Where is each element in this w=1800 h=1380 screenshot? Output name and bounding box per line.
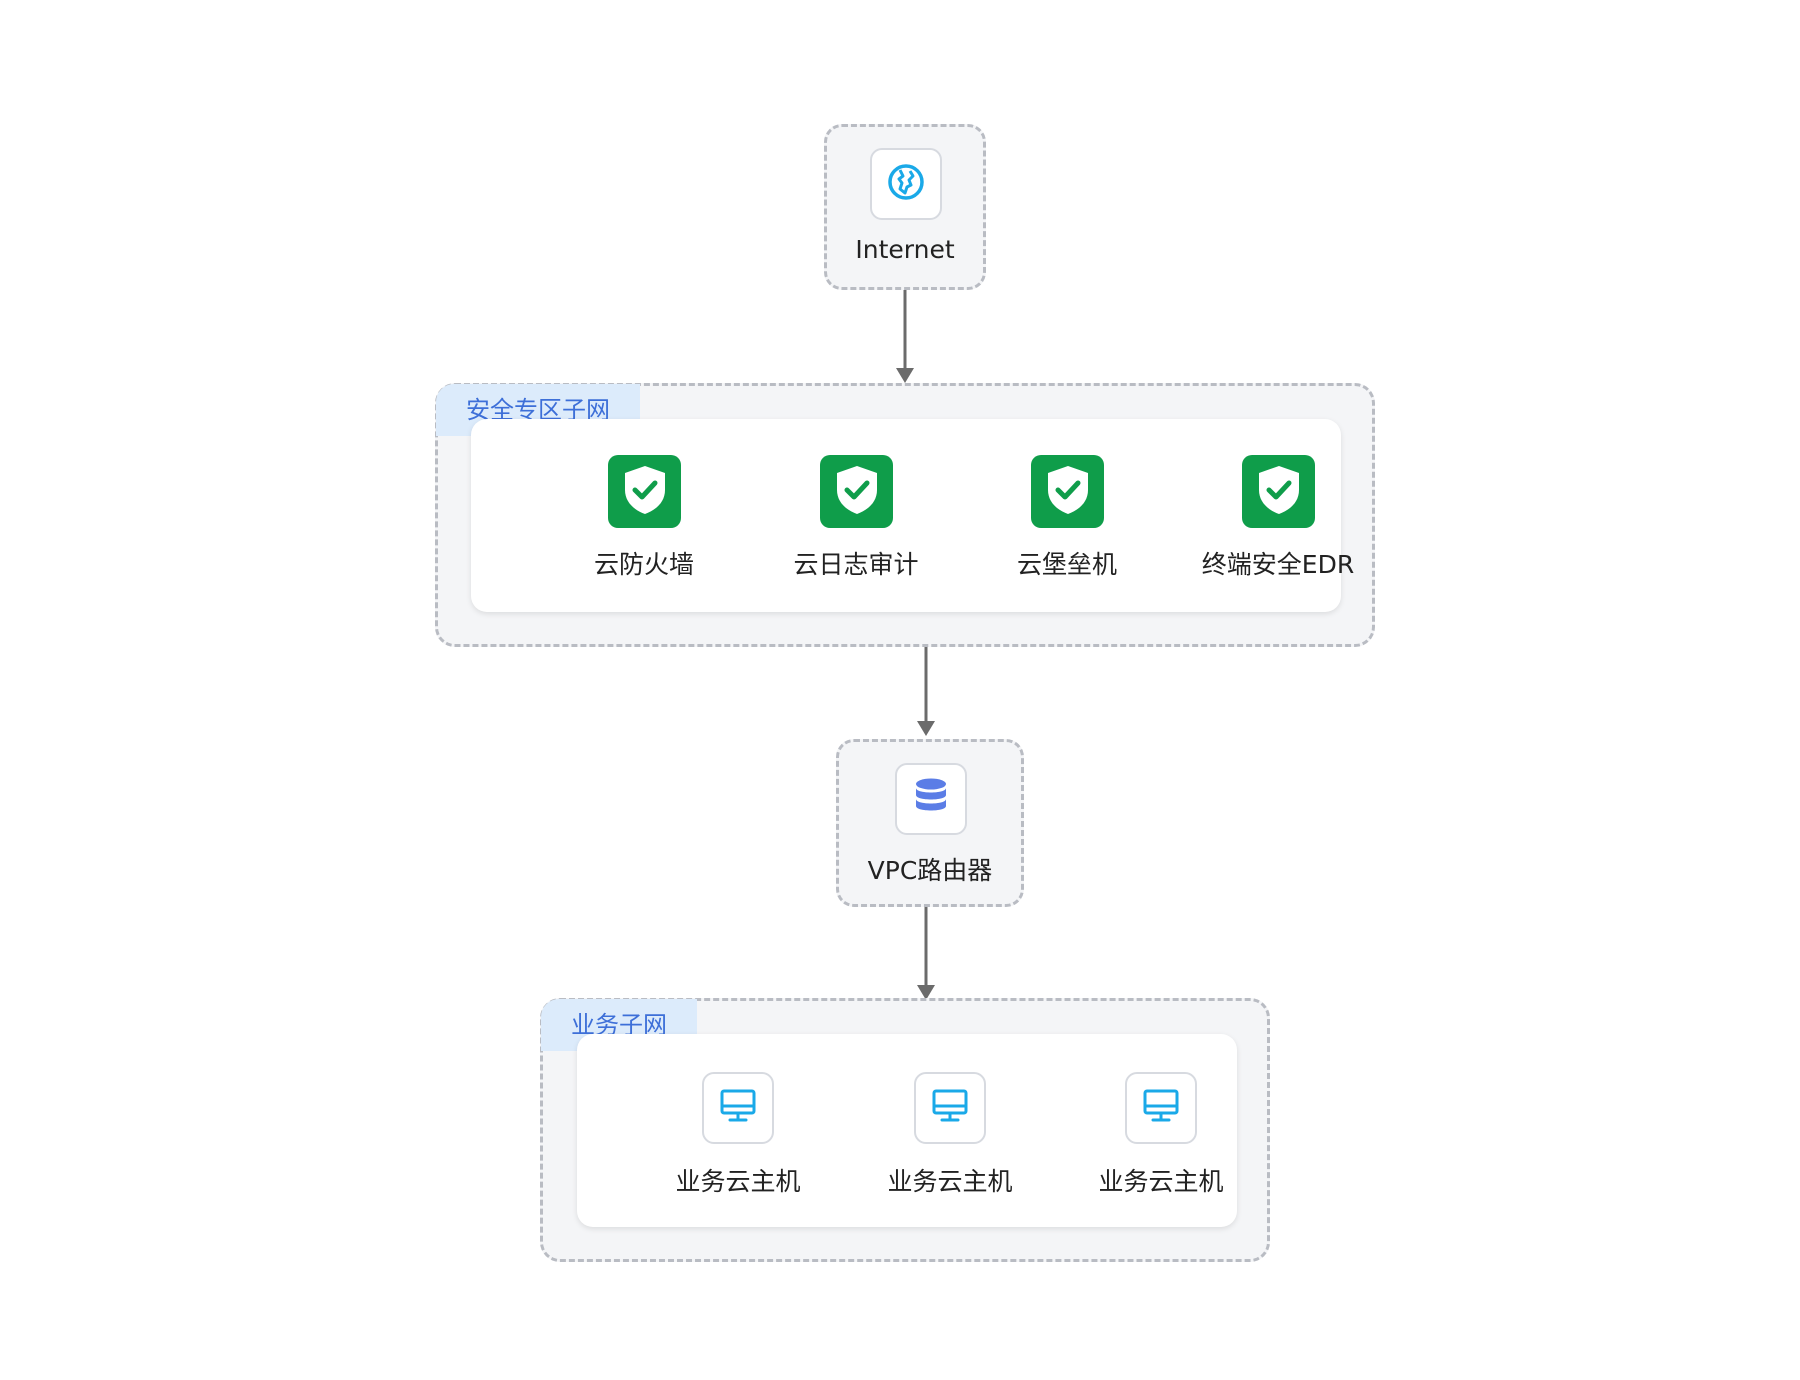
business-host-label: 业务云主机 <box>1098 1167 1224 1196</box>
security-item-label: 云防火墙 <box>593 550 694 579</box>
business-zone-panel: 业务云主机 业务云主机 <box>577 1034 1237 1227</box>
business-host-label: 业务云主机 <box>887 1167 1013 1196</box>
shield-check-icon <box>833 463 881 521</box>
security-zone-group: 安全专区子网 云防火墙 <box>435 383 1375 647</box>
arrowhead-security-zone-to-vpc-router <box>917 721 935 736</box>
business-host-tile <box>914 1072 986 1144</box>
globe-icon <box>886 162 926 206</box>
vpc-router-icon-tile <box>895 763 967 835</box>
database-icon <box>914 777 948 821</box>
monitor-icon <box>1143 1089 1179 1127</box>
internet-label: Internet <box>855 235 955 264</box>
security-item-label: 终端安全EDR <box>1201 550 1355 579</box>
arrowhead-internet-to-security-zone <box>896 368 914 383</box>
business-host-tile <box>1125 1072 1197 1144</box>
shield-check-icon <box>621 463 669 521</box>
internet-icon-tile <box>870 148 942 220</box>
vpc-router-node[interactable]: VPC路由器 <box>836 739 1024 907</box>
monitor-icon <box>932 1089 968 1127</box>
shield-check-icon <box>1044 463 1092 521</box>
shield-check-icon <box>1255 463 1303 521</box>
business-host-label: 业务云主机 <box>675 1167 801 1196</box>
security-zone-panel: 云防火墙 云日志审计 <box>471 419 1354 612</box>
internet-node[interactable]: Internet <box>824 124 986 290</box>
bastion-host-tile <box>1031 455 1104 528</box>
business-zone-group: 业务子网 业务云主机 <box>540 998 1270 1262</box>
log-audit-tile <box>820 455 893 528</box>
firewall-tile <box>608 455 681 528</box>
security-item-label: 云日志审计 <box>793 550 919 579</box>
vpc-router-label: VPC路由器 <box>867 856 993 885</box>
edr-tile <box>1242 455 1315 528</box>
monitor-icon <box>720 1089 756 1127</box>
business-host-tile <box>702 1072 774 1144</box>
security-item-label: 云堡垒机 <box>1016 550 1117 579</box>
